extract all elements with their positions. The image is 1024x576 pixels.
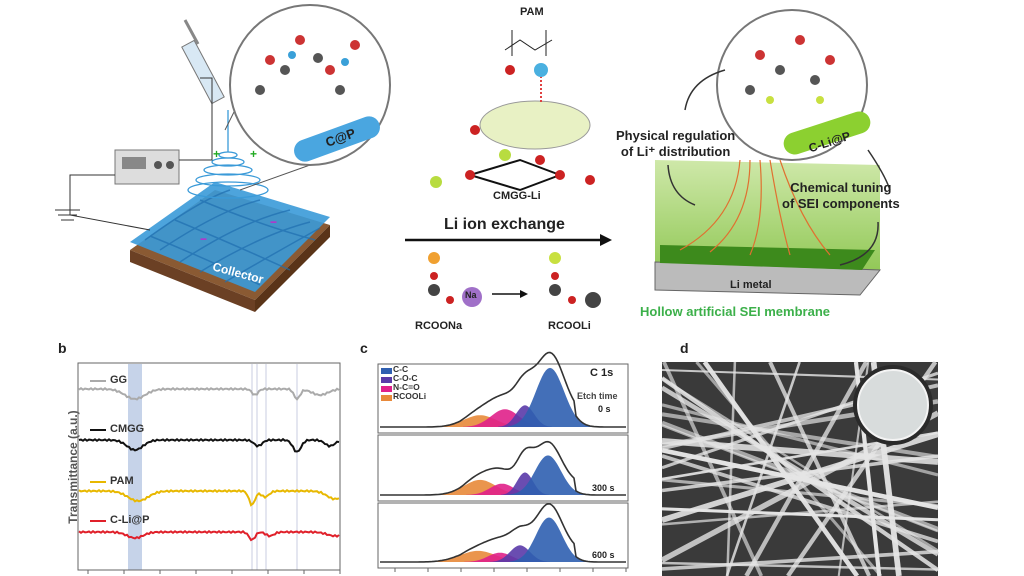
legend-swatch <box>381 386 392 392</box>
series-pam-line <box>78 488 340 507</box>
panel-letter-d: d <box>680 340 689 356</box>
legend-swatch <box>381 377 392 383</box>
nanofiber <box>744 360 869 576</box>
rcoona-label: RCOONa <box>415 320 463 332</box>
syringe-icon <box>181 19 225 105</box>
minus-charge: − <box>200 232 208 246</box>
chemical-tuning-line-2: of SEI components <box>782 196 900 211</box>
legend-label: CMGG <box>110 423 145 435</box>
na-atom-label: Na <box>465 290 477 300</box>
physical-regulation-line-2: of Li⁺ distribution <box>620 144 731 159</box>
series-cmgg-line <box>78 437 340 453</box>
physical-regulation-label: Physical regulation of Li⁺ distribution <box>616 128 735 160</box>
nanofiber <box>661 507 939 522</box>
envelope-line <box>380 351 626 428</box>
legend-label: GG <box>110 374 128 386</box>
chemical-tuning-line-1: Chemical tuning <box>790 180 892 195</box>
series-clip-line <box>78 529 340 542</box>
rcooli-label: RCOOLi <box>548 320 591 332</box>
etch-time-600: 600 s <box>592 550 615 560</box>
carboxyl-highlight <box>479 100 591 150</box>
nanofiber <box>768 361 871 576</box>
nanofiber <box>660 376 940 572</box>
legend-label: N-C=O <box>393 382 420 392</box>
peak-cc <box>509 455 587 495</box>
cmgg-li-label: CMGG-Li <box>493 190 541 202</box>
membrane-photo-inset <box>857 369 929 441</box>
legend-label: PAM <box>110 475 134 487</box>
nanofiber <box>661 561 939 571</box>
series-gg-line <box>78 386 340 401</box>
peak-cc <box>510 517 588 562</box>
plus-charge: + <box>250 147 258 161</box>
panel-letter-b: b <box>58 340 67 356</box>
legend-label: C-C <box>393 364 409 374</box>
fiber-mesh <box>130 182 330 292</box>
plus-charge: + <box>213 147 221 161</box>
legend-label: C-Li@P <box>110 514 150 526</box>
peak-cc <box>508 367 592 427</box>
nanofiber <box>661 403 939 477</box>
power-supply-icon <box>114 149 180 185</box>
etch-time-0: 0 s <box>598 404 611 414</box>
envelope-line <box>380 440 626 496</box>
highlight-band <box>128 364 142 570</box>
etch-time-label: Etch time <box>577 391 618 401</box>
c1s-label: C 1s <box>590 367 614 379</box>
nanofiber <box>661 437 939 465</box>
etch-time-300: 300 s <box>592 483 615 493</box>
panel-letter-c: c <box>360 340 368 356</box>
legend-label: RCOOLi <box>393 391 427 401</box>
legend-label: C-O-C <box>393 373 418 383</box>
pam-label: PAM <box>520 6 544 18</box>
plot-frame <box>77 362 341 571</box>
nanofiber <box>661 549 939 571</box>
minus-charge: − <box>270 215 278 229</box>
chemical-tuning-label: Chemical tuning of SEI components <box>782 180 900 212</box>
nanofiber <box>661 377 939 552</box>
sei-membrane <box>655 160 880 270</box>
legend-swatch <box>381 368 392 374</box>
nanofiber <box>726 361 737 576</box>
schematic-drawing <box>55 4 891 312</box>
li-metal-label: Li metal <box>730 279 772 291</box>
legend-swatch <box>381 395 392 401</box>
membrane-label: Hollow artificial SEI membrane <box>640 304 830 319</box>
envelope-line <box>380 502 626 563</box>
li-ion-exchange-label: Li ion exchange <box>444 216 565 233</box>
physical-regulation-line-1: Physical regulation <box>616 128 736 143</box>
nanofiber <box>702 360 860 576</box>
